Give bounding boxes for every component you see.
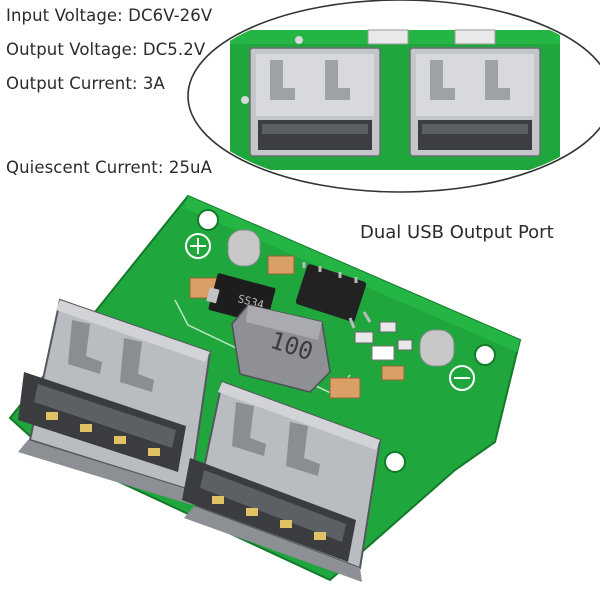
zoom-usb-port-right	[409, 47, 541, 157]
usb-port-left	[18, 298, 212, 505]
input-pad	[185, 229, 261, 267]
inductor: 100	[231, 304, 331, 393]
mounting-hole	[384, 451, 406, 473]
usb-port-right	[182, 380, 382, 582]
spec-quiescent-current: Quiescent Current: 25uA	[6, 158, 212, 177]
spec-output-voltage: Output Voltage: DC5.2V	[6, 40, 206, 59]
output-pad	[419, 329, 475, 391]
controller-ic	[295, 262, 372, 329]
mounting-hole	[197, 209, 219, 231]
mounting-hole	[474, 344, 496, 366]
spec-output-current: Output Current: 3A	[6, 74, 165, 93]
usb-port-caption: Dual USB Output Port	[360, 222, 554, 243]
zoom-usb-port-left	[249, 47, 381, 157]
spec-input-voltage: Input Voltage: DC6V-26V	[6, 6, 213, 25]
zoom-callout-detail	[230, 29, 560, 170]
